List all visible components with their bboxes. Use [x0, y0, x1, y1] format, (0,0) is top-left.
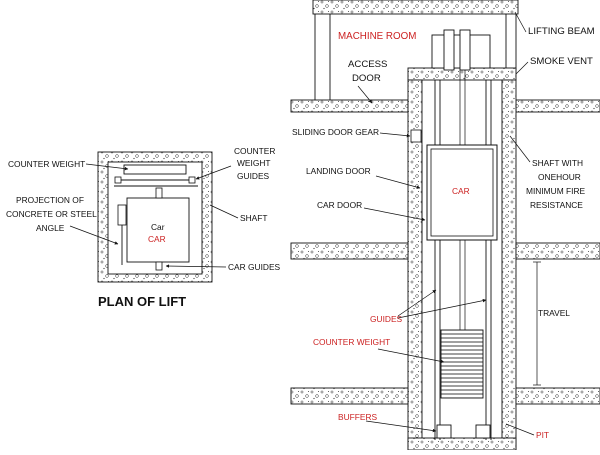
label-buffers: BUFFERS [338, 412, 378, 422]
plan-label-projection-2: CONCRETE OR STEEL [6, 209, 97, 219]
label-access-door-2: DOOR [352, 73, 381, 84]
leader-guides-1 [397, 289, 437, 317]
label-shaft-4: RESISTANCE [530, 200, 583, 210]
shaft-wall-right [501, 79, 517, 451]
sheave-2 [459, 29, 471, 71]
leader-counter-weight [377, 348, 445, 364]
plan-label-projection-1: PROJECTION OF [16, 195, 84, 205]
counter-weight [440, 329, 484, 399]
plan-label-cw-guides-2: WEIGHT [237, 158, 271, 168]
buffer-1 [436, 424, 452, 439]
lift-section: CAR LIFTING BEAM MACHINE ROOM ACCESS DOO… [290, 0, 600, 451]
plan-car [126, 197, 190, 263]
leader-guides-2 [397, 298, 487, 319]
car-inner [430, 148, 494, 237]
label-travel: TRAVEL [538, 308, 570, 318]
plan-label-car-guides: CAR GUIDES [228, 262, 281, 272]
leader-lifting-beam [514, 11, 527, 33]
leader-buffers [365, 420, 437, 433]
plan-leader-counter-weight [85, 163, 129, 171]
buffer-2 [475, 424, 491, 439]
machine-room-floor-left [290, 99, 409, 113]
plan-car-red-label: CAR [148, 234, 166, 244]
plan-title: PLAN OF LIFT [98, 294, 186, 309]
plan-label-shaft: SHAFT [240, 213, 267, 223]
floor-slab-right-2 [515, 387, 600, 405]
label-shaft-3: MINIMUM FIRE [526, 186, 585, 196]
label-sliding-door-gear: SLIDING DOOR GEAR [292, 127, 379, 137]
machine-room-roof [312, 0, 519, 15]
label-access-door-1: ACCESS [348, 59, 387, 70]
plan-car-guide-bottom [155, 261, 163, 271]
plan-car-guide-top [155, 187, 163, 199]
label-shaft-2: ONEHOUR [538, 172, 581, 182]
plan-leader-projection [69, 225, 119, 245]
leader-access-door [357, 85, 373, 104]
plan-cw-guide-left [114, 176, 122, 184]
label-landing-door: LANDING DOOR [306, 166, 371, 176]
leader-sliding-door-gear [379, 132, 411, 138]
plan-leader-shaft [209, 204, 239, 219]
leader-car-door [363, 207, 426, 222]
plan-cw-guide-right [188, 176, 196, 184]
label-pit: PIT [536, 430, 549, 440]
leader-shaft [509, 135, 531, 163]
leader-landing-door [375, 175, 421, 189]
plan-label-cw-guides-1: COUNTER [234, 146, 275, 156]
plan-label-cw-guides-3: GUIDES [237, 171, 270, 181]
label-lifting-beam: LIFTING BEAM [528, 26, 595, 37]
plan-label-projection-3: ANGLE [36, 223, 65, 233]
floor-slab-left-1 [290, 242, 409, 260]
car-label: CAR [452, 186, 470, 196]
label-guides: GUIDES [370, 314, 403, 324]
leader-smoke-vent [515, 61, 529, 75]
plan-car-small-label: Car [151, 222, 165, 232]
plan-leader-car-guides [165, 264, 227, 268]
plan-projection-angle [117, 204, 127, 226]
floor-slab-right-1 [515, 242, 600, 260]
plan-counter-weight [123, 164, 187, 175]
label-counter-weight: COUNTER WEIGHT [313, 337, 390, 347]
plan-of-lift: Car CAR COUNTER WEIGHT COUNTER WEIGHT GU… [6, 146, 281, 309]
leader-pit [505, 423, 535, 436]
plan-label-counter-weight: COUNTER WEIGHT [8, 159, 85, 169]
label-car-door: CAR DOOR [317, 200, 362, 210]
label-shaft-1: SHAFT WITH [532, 158, 583, 168]
label-machine-room: MACHINE ROOM [338, 31, 416, 42]
sliding-door-gear [410, 129, 422, 143]
plan-leader-cw-guides [195, 165, 232, 180]
label-smoke-vent: SMOKE VENT [530, 56, 593, 67]
pit-floor [407, 437, 517, 451]
sheave [443, 29, 455, 71]
machine-room-floor-right [515, 99, 600, 113]
floor-slab-left-2 [290, 387, 409, 405]
